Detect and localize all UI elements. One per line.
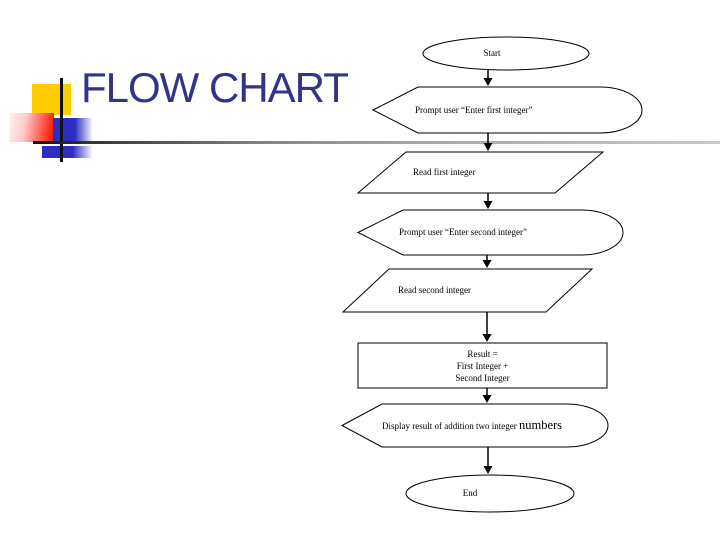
flow-label-start: Start bbox=[483, 48, 501, 58]
flow-shape-read-second-parallelogram bbox=[341, 268, 594, 313]
flow-label-display-result-text: Display result of addition two integer bbox=[382, 421, 519, 431]
flow-connector-start-to-prompt1 bbox=[483, 70, 493, 86]
flow-label-result-line1: Result = bbox=[467, 349, 498, 359]
accent-blue-square-upper bbox=[53, 118, 93, 142]
flow-label-read-second: Read second integer bbox=[398, 285, 471, 295]
accent-red-gradient-square bbox=[9, 113, 54, 142]
flow-label-read-first: Read first integer bbox=[413, 167, 476, 177]
accent-yellow-square bbox=[32, 84, 71, 115]
flow-label-result-line3: Second Integer bbox=[455, 373, 510, 383]
slide-title: FLOW CHART bbox=[81, 64, 349, 111]
flow-connector-prompt1-to-read1 bbox=[483, 133, 493, 151]
accent-blue-square-lower bbox=[42, 146, 93, 158]
flow-shape-result-process bbox=[357, 342, 608, 389]
flow-label-prompt-second: Prompt user “Enter second integer” bbox=[399, 227, 527, 237]
flow-connector-read2-to-result bbox=[482, 312, 492, 342]
accent-vertical-line bbox=[60, 78, 63, 162]
flow-shape-display-result-display bbox=[340, 403, 609, 448]
flow-label-end: End bbox=[462, 488, 478, 498]
flow-shape-prompt-first-display bbox=[371, 86, 643, 134]
flow-connector-display-to-end bbox=[483, 447, 493, 474]
flow-shape-end-terminator bbox=[405, 474, 575, 513]
flow-shape-start-terminator bbox=[422, 36, 590, 71]
flow-shape-read-first-parallelogram bbox=[356, 151, 605, 194]
flow-connector-result-to-display bbox=[482, 388, 492, 403]
title-underline-rule bbox=[33, 141, 720, 144]
flow-label-display-result-emphasis: numbers bbox=[518, 418, 563, 432]
flow-label-result: Result = First Integer + Second Integer bbox=[358, 343, 607, 388]
flow-connector-read1-to-prompt2 bbox=[483, 193, 493, 209]
flow-connector-prompt2-to-read2 bbox=[482, 255, 492, 268]
flow-label-display-result: Display result of addition two integer n… bbox=[382, 404, 562, 448]
flow-label-prompt-first: Prompt user “Enter first integer” bbox=[415, 105, 533, 115]
flow-label-result-line2: First Integer + bbox=[456, 361, 509, 371]
flow-shape-prompt-second-display bbox=[356, 209, 624, 256]
